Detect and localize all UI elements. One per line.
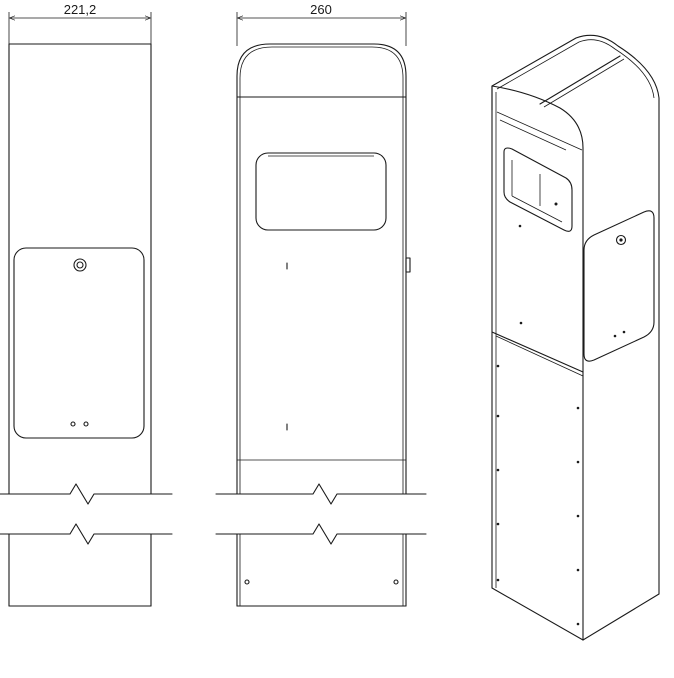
side-view: 221,2 [0,2,173,607]
front-dimension: 260 [236,2,407,46]
front-view: 260 [215,2,427,607]
keyhole-icon [615,234,627,246]
iso-top-cap [491,34,660,151]
front-break-line [215,483,427,545]
iso-window [503,147,573,232]
front-width-label: 260 [310,2,332,17]
side-width-label: 221,2 [64,2,97,17]
front-window [255,152,387,231]
front-body-lower [236,533,407,607]
side-door-panel [13,247,145,439]
screw-icon [70,421,76,427]
screw-icon [83,421,89,427]
iso-column [491,85,660,641]
side-dimension: 221,2 [8,2,152,44]
isometric-view [491,34,660,641]
screw-icon [393,579,399,585]
side-break-line [0,483,173,545]
screw-icon [244,579,250,585]
front-body-upper [236,43,411,495]
side-body-lower [8,533,152,607]
iso-fasteners [496,224,580,626]
keyhole-icon [73,258,87,272]
side-latch [405,257,411,273]
iso-door [583,210,655,362]
side-body-upper [8,43,152,495]
